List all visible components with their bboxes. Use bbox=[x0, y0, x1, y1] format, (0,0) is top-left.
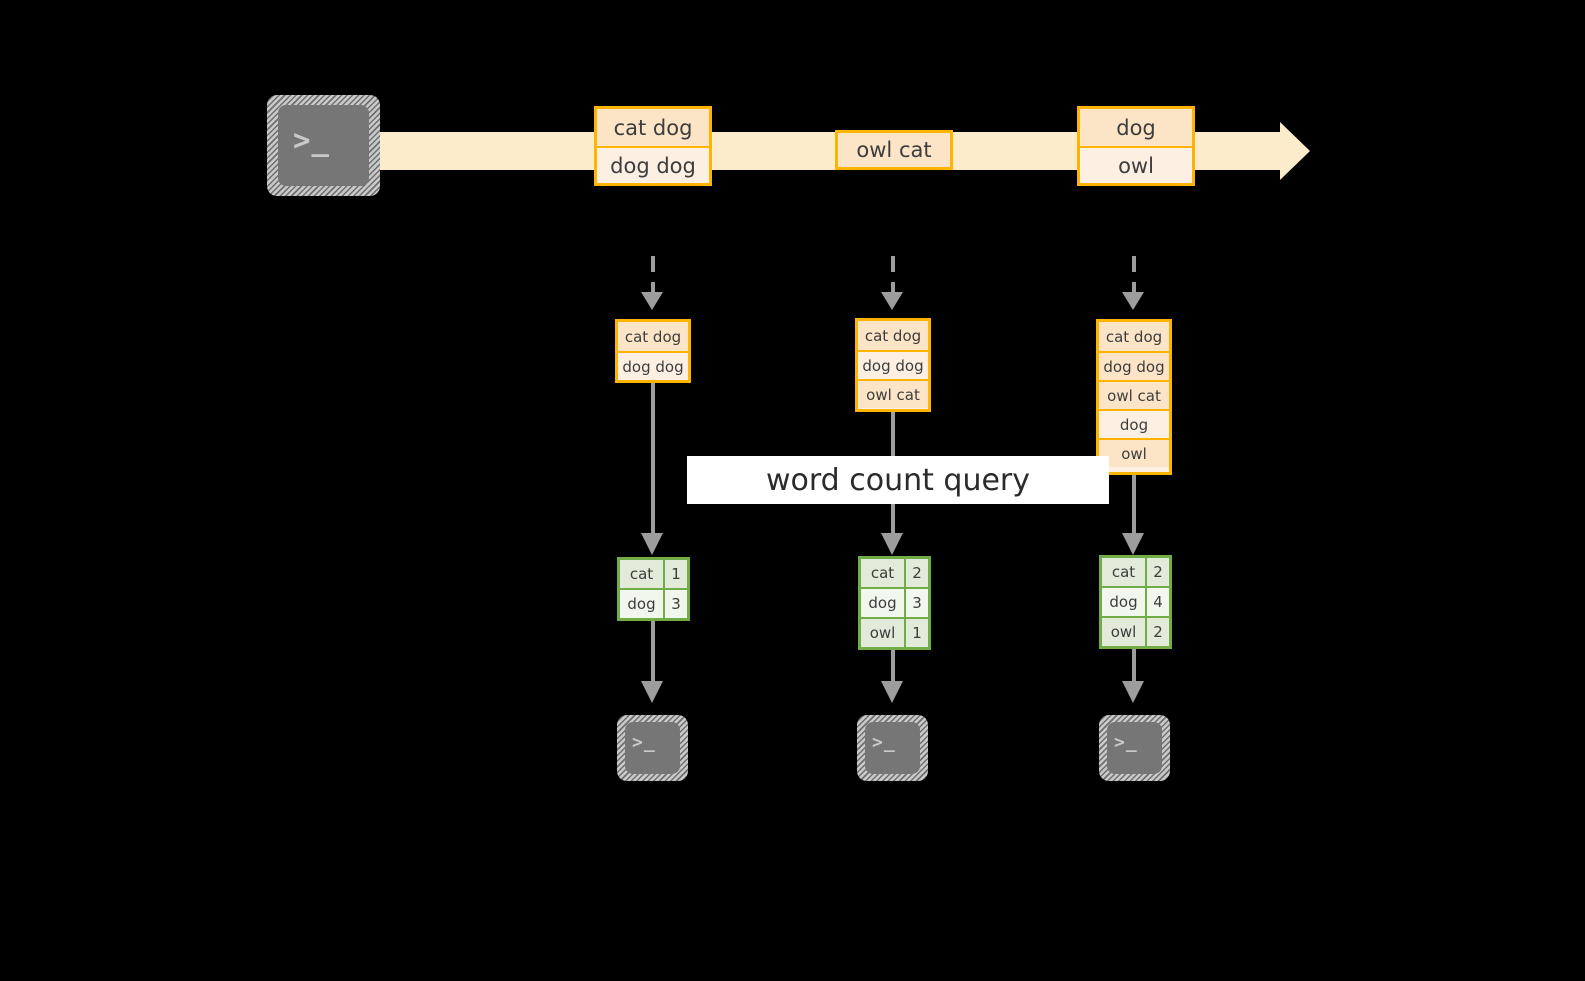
result-word: dog bbox=[861, 589, 904, 617]
result-to-sink-arrow-2 bbox=[891, 650, 895, 685]
dashed-down-arrow-head-icon bbox=[641, 292, 663, 310]
result-count: 1 bbox=[663, 560, 687, 588]
result-word: cat bbox=[861, 559, 904, 587]
result-row: cat 2 bbox=[1102, 558, 1169, 586]
dashed-down-arrow-head-icon bbox=[881, 292, 903, 310]
result-word: dog bbox=[1102, 588, 1145, 616]
snapshot-buffer-1: cat dog dog dog bbox=[615, 319, 691, 383]
result-to-sink-arrow-1 bbox=[651, 621, 655, 685]
result-count: 2 bbox=[904, 559, 928, 587]
stream-event-3: dog owl bbox=[1077, 106, 1195, 186]
sink-terminal-icon-2: >_ bbox=[857, 715, 928, 781]
stream-event-1: cat dog dog dog bbox=[594, 106, 712, 186]
terminal-prompt-glyph: >_ bbox=[632, 732, 656, 753]
right-arrow-icon bbox=[1280, 122, 1310, 180]
result-count: 2 bbox=[1145, 558, 1169, 586]
snapshot-to-result-arrow-3 bbox=[1132, 475, 1136, 537]
snapshot-row: owl cat bbox=[1099, 380, 1169, 409]
terminal-face bbox=[1107, 722, 1162, 774]
stream-event-line: dog bbox=[1080, 109, 1192, 146]
snapshot-row: dog bbox=[1099, 409, 1169, 438]
result-row: cat 2 bbox=[861, 559, 928, 587]
result-count: 4 bbox=[1145, 588, 1169, 616]
word-count-query-banner: word count query bbox=[687, 456, 1109, 504]
word-count-query-label: word count query bbox=[765, 462, 1031, 498]
result-row: cat 1 bbox=[620, 560, 687, 588]
snapshot-buffer-2: cat dog dog dog owl cat bbox=[855, 318, 931, 412]
result-row: dog 3 bbox=[620, 588, 687, 618]
terminal-face bbox=[865, 722, 920, 774]
result-table-2: cat 2 dog 3 owl 1 bbox=[858, 556, 931, 650]
source-terminal-icon: >_ bbox=[267, 95, 380, 196]
result-count: 3 bbox=[663, 590, 687, 618]
snapshot-row: cat dog bbox=[858, 321, 928, 350]
snapshot-buffer-3: cat dog dog dog owl cat dog owl bbox=[1096, 319, 1172, 475]
result-to-sink-arrow-head-1 bbox=[641, 681, 663, 703]
terminal-face bbox=[278, 105, 369, 186]
snapshot-to-result-arrow-head-2 bbox=[881, 533, 903, 555]
snapshot-row: dog dog bbox=[1099, 351, 1169, 380]
sink-terminal-icon-3: >_ bbox=[1099, 715, 1170, 781]
snapshot-row: cat dog bbox=[618, 322, 688, 351]
dashed-down-arrow-icon bbox=[1132, 256, 1136, 298]
result-count: 3 bbox=[904, 589, 928, 617]
dashed-down-arrow-head-icon bbox=[1122, 292, 1144, 310]
terminal-prompt-glyph: >_ bbox=[293, 123, 330, 157]
result-to-sink-arrow-head-2 bbox=[881, 681, 903, 703]
result-row: owl 2 bbox=[1102, 616, 1169, 646]
terminal-prompt-glyph: >_ bbox=[872, 732, 896, 753]
sink-terminal-icon-1: >_ bbox=[617, 715, 688, 781]
terminal-prompt-glyph: >_ bbox=[1114, 732, 1138, 753]
result-count: 1 bbox=[904, 619, 928, 647]
result-to-sink-arrow-3 bbox=[1132, 649, 1136, 685]
result-row: owl 1 bbox=[861, 617, 928, 647]
result-word: cat bbox=[620, 560, 663, 588]
result-word: cat bbox=[1102, 558, 1145, 586]
stream-event-line: dog dog bbox=[597, 146, 709, 183]
result-count: 2 bbox=[1145, 618, 1169, 646]
dashed-down-arrow-icon bbox=[891, 256, 895, 298]
snapshot-to-result-arrow-1 bbox=[651, 383, 655, 537]
terminal-face bbox=[625, 722, 680, 774]
snapshot-row: owl bbox=[1099, 438, 1169, 467]
stream-event-2: owl cat bbox=[835, 130, 953, 170]
snapshot-to-result-arrow-head-1 bbox=[641, 533, 663, 555]
result-word: owl bbox=[861, 619, 904, 647]
result-row: dog 3 bbox=[861, 587, 928, 617]
result-word: dog bbox=[620, 590, 663, 618]
dashed-down-arrow-icon bbox=[651, 256, 655, 298]
stream-event-line: cat dog bbox=[597, 109, 709, 146]
snapshot-row: cat dog bbox=[1099, 322, 1169, 351]
result-table-3: cat 2 dog 4 owl 2 bbox=[1099, 555, 1172, 649]
result-table-1: cat 1 dog 3 bbox=[617, 557, 690, 621]
stream-event-line: owl bbox=[1080, 146, 1192, 183]
result-word: owl bbox=[1102, 618, 1145, 646]
snapshot-to-result-arrow-head-3 bbox=[1122, 533, 1144, 555]
result-row: dog 4 bbox=[1102, 586, 1169, 616]
stream-event-line: owl cat bbox=[838, 133, 950, 167]
result-to-sink-arrow-head-3 bbox=[1122, 681, 1144, 703]
snapshot-row: owl cat bbox=[858, 379, 928, 408]
snapshot-row: dog dog bbox=[858, 350, 928, 379]
snapshot-row: dog dog bbox=[618, 351, 688, 380]
